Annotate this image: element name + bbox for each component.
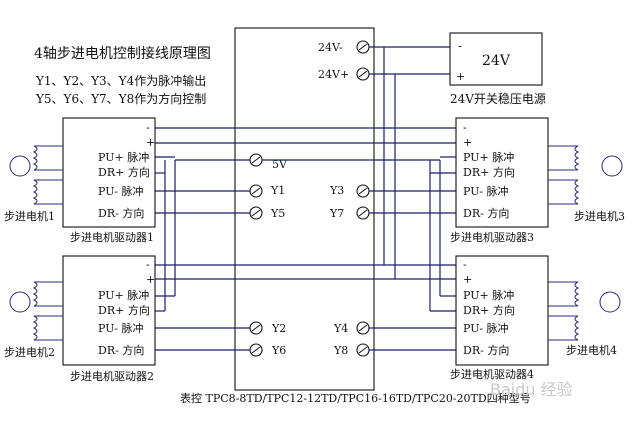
driver-2: - + PU+ 脉冲 DR+ 方向 PU- 脉冲 DR- 方向 步进电机驱动器2 — [62, 255, 156, 383]
driver-1-dr-plus: DR+ 方向 — [98, 165, 150, 179]
terminal-y7-label: Y7 — [329, 207, 344, 220]
driver-2-plus: + — [146, 273, 155, 286]
motor-2: 步进电机2 — [4, 281, 63, 359]
terminal-y3-label: Y3 — [329, 184, 344, 197]
driver-4: - + PU+ 脉冲 DR+ 方向 PU- 脉冲 DR- 方向 步进电机驱动器4 — [450, 255, 549, 381]
driver-2-dr-plus: DR+ 方向 — [98, 303, 150, 317]
driver-2-label: 步进电机驱动器2 — [70, 369, 154, 383]
motor-4-rotor-icon — [599, 291, 621, 313]
motor-3-label: 步进电机3 — [574, 209, 625, 223]
driver-4-dr-plus: DR+ 方向 — [463, 303, 515, 317]
driver-1-plus: + — [146, 136, 155, 149]
driver-2-box — [62, 255, 156, 366]
signal-wires — [155, 190, 456, 351]
driver-1-box — [62, 117, 156, 228]
terminal-y6-label: Y6 — [271, 344, 286, 357]
motor-2-rotor-icon — [9, 291, 31, 313]
motor-3-rotor-icon — [601, 155, 623, 177]
driver-2-dr-minus: DR- 方向 — [98, 343, 144, 357]
driver-2-minus: - — [146, 258, 150, 271]
driver-4-label: 步进电机驱动器4 — [450, 367, 534, 381]
driver-3-label: 步进电机驱动器3 — [450, 230, 534, 244]
terminal-y5-label: Y5 — [270, 207, 285, 220]
screw-terminal-5v — [249, 153, 263, 167]
note-direction-outputs: Y5、Y6、Y7、Y8作为方向控制 — [35, 91, 206, 106]
power-wires — [155, 46, 456, 312]
screw-terminal-y1 — [249, 184, 263, 198]
power-supply-minus: - — [458, 39, 462, 53]
watermark-text: Baidu 经验 — [490, 380, 573, 399]
screw-terminal-y8 — [356, 343, 370, 357]
terminal-24v-minus-label: 24V- — [318, 41, 343, 54]
motor-1-label: 步进电机1 — [4, 209, 55, 223]
screw-terminal-24v-minus — [356, 40, 370, 54]
terminal-y4-label: Y4 — [333, 322, 348, 335]
terminal-y8-label: Y8 — [333, 344, 348, 357]
motor-4-label: 步进电机4 — [566, 343, 617, 357]
motor-1: 步进电机1 — [4, 145, 63, 223]
driver-3-dr-plus: DR+ 方向 — [463, 165, 515, 179]
diagram-title: 4轴步进电机控制接线原理图 — [34, 45, 211, 62]
driver-1: - + PU+ 脉冲 DR+ 方向 PU- 脉冲 DR- 方向 步进电机驱动器1 — [62, 117, 156, 244]
screw-terminal-y2 — [249, 321, 263, 335]
motor-4: 步进电机4 — [548, 281, 621, 357]
driver-3-box — [455, 117, 549, 228]
screw-terminals — [249, 40, 370, 357]
driver-4-pu-minus: PU- 脉冲 — [463, 321, 509, 335]
power-supply-voltage: 24V — [482, 53, 511, 69]
screw-terminal-y5 — [249, 206, 263, 220]
driver-4-box — [455, 255, 549, 366]
driver-3-minus: - — [463, 121, 467, 134]
driver-1-dr-minus: DR- 方向 — [98, 206, 144, 220]
controller-caption: 表控 TPC8-8TD/TPC12-12TD/TPC16-16TD/TPC20-… — [180, 391, 531, 405]
motor-2-label: 步进电机2 — [4, 345, 55, 359]
driver-3: - + PU+ 脉冲 DR+ 方向 PU- 脉冲 DR- 方向 步进电机驱动器3 — [450, 117, 549, 244]
screw-terminal-y4 — [356, 321, 370, 335]
driver-1-label: 步进电机驱动器1 — [70, 230, 154, 244]
terminal-5v-label: 5V — [272, 158, 288, 171]
driver-1-pu-plus: PU+ 脉冲 — [98, 150, 149, 164]
driver-3-pu-minus: PU- 脉冲 — [463, 184, 509, 198]
terminal-y1-label: Y1 — [270, 184, 285, 197]
power-supply-plus: + — [456, 70, 465, 83]
screw-terminal-24v-plus — [356, 67, 370, 81]
motor-3: 步进电机3 — [548, 145, 625, 223]
driver-4-plus: + — [463, 273, 472, 286]
screw-terminal-y7 — [356, 206, 370, 220]
power-supply-caption: 24V开关稳压电源 — [450, 91, 546, 106]
driver-4-minus: - — [463, 258, 467, 271]
driver-3-plus: + — [463, 136, 472, 149]
driver-4-dr-minus: DR- 方向 — [463, 343, 509, 357]
driver-2-pu-minus: PU- 脉冲 — [98, 321, 144, 335]
note-pulse-outputs: Y1、Y2、Y3、Y4作为脉冲输出 — [35, 73, 206, 88]
motor-1-rotor-icon — [9, 155, 31, 177]
terminal-y2-label: Y2 — [271, 322, 286, 335]
terminal-24v-plus-label: 24V+ — [318, 68, 349, 81]
screw-terminal-y6 — [249, 343, 263, 357]
screw-terminal-y3 — [356, 184, 370, 198]
driver-2-pu-plus: PU+ 脉冲 — [98, 288, 149, 302]
driver-1-minus: - — [146, 121, 150, 134]
driver-4-pu-plus: PU+ 脉冲 — [463, 288, 514, 302]
driver-3-pu-plus: PU+ 脉冲 — [463, 150, 514, 164]
power-supply-box — [449, 32, 543, 86]
driver-3-dr-minus: DR- 方向 — [463, 206, 509, 220]
driver-1-pu-minus: PU- 脉冲 — [98, 184, 144, 198]
